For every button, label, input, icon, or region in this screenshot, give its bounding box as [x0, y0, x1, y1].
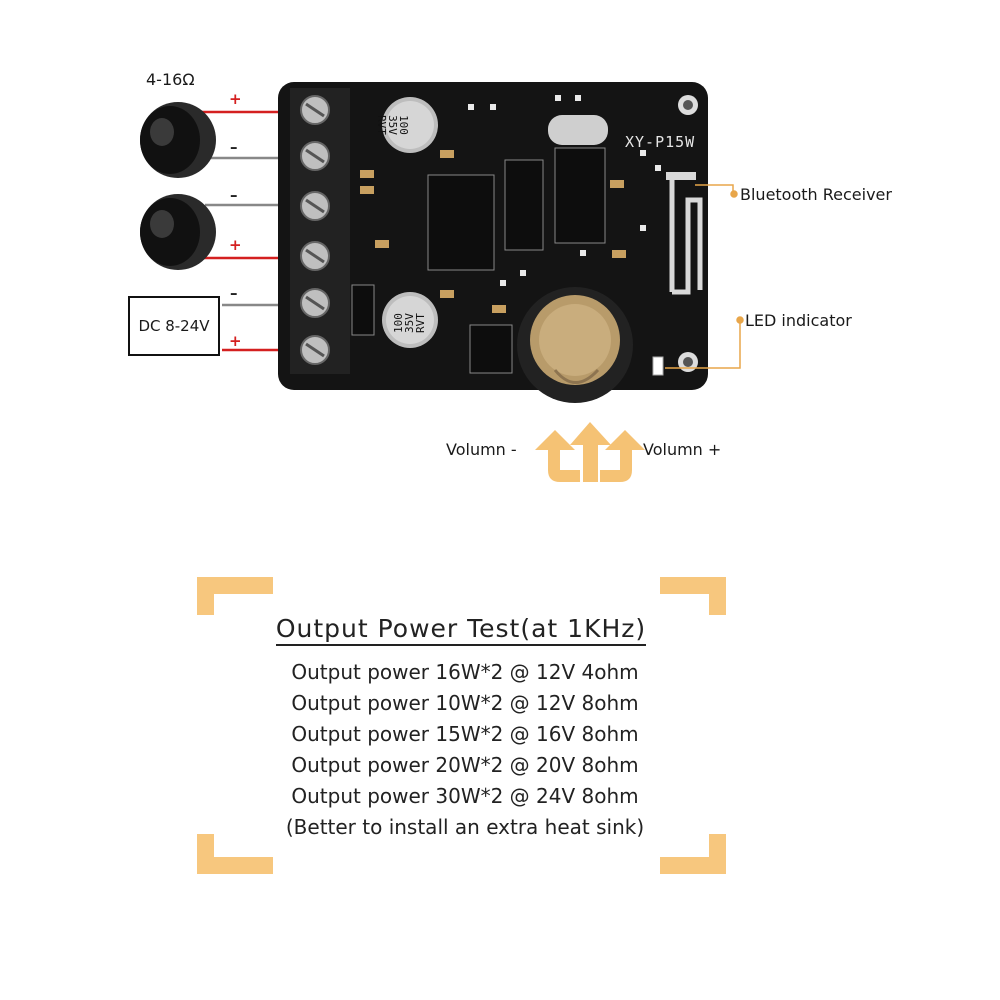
polarity-minus-1: – [230, 138, 238, 156]
polarity-plus-2: + [229, 236, 242, 254]
polarity-plus-1: + [229, 90, 242, 108]
power-test-line-4: Output power 20W*2 @ 20V 8ohm [291, 753, 639, 777]
capacitor-top-label: 100 35V RVT [375, 110, 410, 140]
bluetooth-receiver-label: Bluetooth Receiver [740, 185, 892, 204]
led-indicator-label: LED indicator [745, 311, 852, 330]
polarity-plus-3: + [229, 332, 242, 350]
capacitor-top-voltage: 35V [386, 115, 399, 135]
power-input-label: DC 8-24V [128, 296, 220, 356]
callout-leaders [665, 184, 744, 369]
power-test-line-2: Output power 10W*2 @ 12V 8ohm [291, 691, 639, 715]
frame-corner-bl-v [197, 834, 214, 874]
speaker-impedance-label: 4-16Ω [146, 70, 195, 89]
frame-corner-br-v [709, 834, 726, 874]
volume-minus-label: Volumn - [446, 440, 517, 459]
frame-corner-bl-h [197, 857, 273, 874]
frame-corner-tl-v [197, 577, 214, 615]
speaker-top [140, 102, 216, 178]
speaker-bottom [140, 194, 216, 270]
frame-corner-tr-v [709, 577, 726, 615]
pcb [278, 82, 708, 403]
capacitor-bottom-brand: RVT [414, 313, 427, 333]
volume-arrows [535, 422, 645, 482]
power-test-line-6: (Better to install an extra heat sink) [285, 815, 645, 839]
polarity-minus-3: – [230, 284, 238, 302]
capacitor-bottom-label: 100 35V RVT [392, 308, 427, 338]
board-model-label: XY-P15W [625, 133, 696, 151]
frame-corner-tl-h [197, 577, 273, 594]
power-test-line-5: Output power 30W*2 @ 24V 8ohm [291, 784, 639, 808]
power-test-title: Output Power Test(at 1KHz) [275, 614, 647, 646]
capacitor-top-brand: RVT [375, 115, 388, 135]
power-test-line-3: Output power 15W*2 @ 16V 8ohm [291, 722, 639, 746]
power-test-title-row: Output Power Test(at 1KHz) [0, 614, 961, 646]
polarity-minus-2: – [230, 186, 238, 204]
board-illustration [140, 82, 744, 482]
capacitor-top-value: 100 [397, 115, 410, 135]
power-test-line-1: Output power 16W*2 @ 12V 4ohm [291, 660, 639, 684]
volume-plus-label: Volumn + [643, 440, 722, 459]
